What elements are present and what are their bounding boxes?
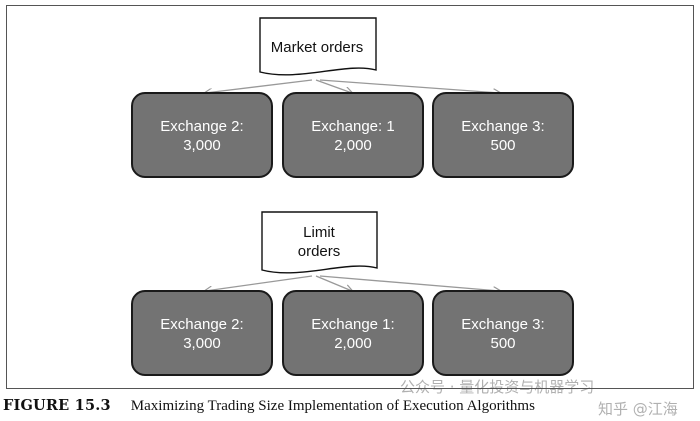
arrow-limit-to-exchange-2 [205,275,313,291]
figure-title: Maximizing Trading Size Implementation o… [130,398,535,414]
exchange-name: Exchange 1: [311,316,394,333]
market-orders-group: Market orders Exchange 2: 3,000 Exchange… [131,17,574,178]
exchange-name: Exchange 2: [160,316,243,333]
exchange-name: Exchange 2: [160,118,243,135]
arrow-market-to-exchange-3 [319,79,500,93]
exchange-name: Exchange 3: [461,316,544,333]
limit-orders-label-line-1: Limit [303,224,336,241]
exchange-box-limit-exchange-2 [131,290,273,376]
limit-orders-group: Limit orders Exchange 2: 3,000 Exchange … [131,211,574,376]
exchange-box-market-exchange-3 [432,92,574,178]
exchange-box-limit-exchange-3 [432,290,574,376]
figure-label: FIGURE 15.3 [3,397,111,414]
arrow-limit-to-exchange-3 [319,275,500,291]
arrow-market-to-exchange-1 [315,79,352,93]
arrow-limit-to-exchange-1 [315,275,352,291]
limit-orders-document-shape [261,211,378,274]
exchange-amount: 2,000 [334,137,372,154]
limit-orders-label-line-2: orders [298,243,341,260]
arrow-market-to-exchange-2 [205,79,313,93]
watermark-account-name: 公众号 · 量化投资与机器学习 [400,378,595,396]
exchange-amount: 3,000 [183,335,221,352]
market-orders-document-shape [259,17,377,76]
exchange-box-market-exchange-2 [131,92,273,178]
exchange-box-limit-exchange-1 [282,290,424,376]
watermark-author: 知乎 @江海 [598,400,678,418]
exchange-amount: 500 [490,137,515,154]
exchange-amount: 2,000 [334,335,372,352]
exchange-box-market-exchange-1 [282,92,424,178]
exchange-name: Exchange 3: [461,118,544,135]
figure-caption: FIGURE 15.3 Maximizing Trading Size Imple… [3,397,697,419]
market-orders-label: Market orders [271,39,364,56]
exchange-amount: 500 [490,335,515,352]
exchange-amount: 3,000 [183,137,221,154]
exchange-name: Exchange: 1 [311,118,394,135]
